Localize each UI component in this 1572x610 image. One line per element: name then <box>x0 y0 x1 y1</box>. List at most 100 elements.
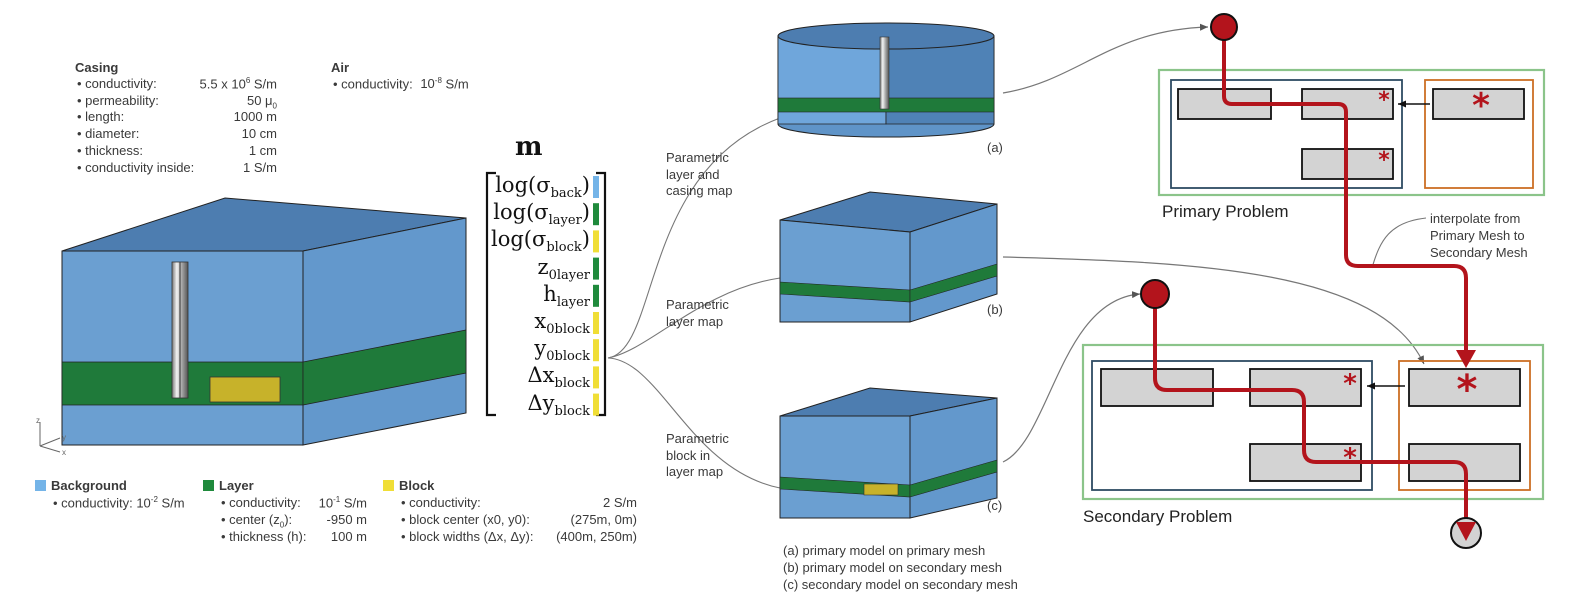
property-value: 10 cm <box>241 126 277 142</box>
model-vector-entry: y0block <box>534 336 590 365</box>
property-value: (400m, 250m) <box>556 529 637 544</box>
legend-background-title: Background <box>35 478 127 494</box>
model-vector-swatch <box>593 339 599 362</box>
model-vector-swatch <box>593 393 599 416</box>
property-label: • diameter: <box>77 126 140 142</box>
model-a-label: (a) <box>987 140 1003 155</box>
secondary-source-node <box>1140 279 1170 309</box>
casing-property-row: • conductivity inside: 1 S/m <box>77 160 277 176</box>
model-vector-entry: x0block <box>534 309 590 338</box>
model-vector-entry: hlayer <box>543 281 590 310</box>
model-vector-entry: log(σblock) <box>490 227 590 256</box>
model-a-cylinder <box>777 22 995 138</box>
layer-property-row: • thickness (h): 100 m <box>221 529 367 545</box>
model-vector-swatch <box>593 284 599 307</box>
property-value: 50 μ0 <box>246 92 277 111</box>
property-label: • thickness (h): <box>221 529 307 544</box>
property-value: 100 m <box>330 529 367 544</box>
air-conductivity: • conductivity: 10-8 S/m <box>333 76 469 92</box>
property-value: (275m, 0m) <box>570 512 637 527</box>
interpolate-leader <box>1371 217 1427 269</box>
model-vector-entry: Δyblock <box>527 390 591 419</box>
model-vector-entry: z0layer <box>537 254 590 283</box>
model-vector-entry: log(σback) <box>495 173 590 202</box>
air-title: Air <box>331 60 350 75</box>
block-property-row: • conductivity: 2 S/m <box>401 495 637 511</box>
block-swatch <box>383 480 394 491</box>
background-conductivity: • conductivity: 10-2 S/m <box>53 495 185 511</box>
asterisk-marker: * <box>1472 86 1490 126</box>
axis-label-z: z <box>36 416 40 425</box>
caption-a: (a) primary model on primary mesh <box>783 543 986 558</box>
property-label: • length: <box>77 109 125 125</box>
model-to-problem-arrows <box>1002 23 1425 463</box>
casing-property-row: • length: 1000 m <box>77 109 277 125</box>
model-vector-swatch <box>593 366 599 389</box>
model-vector-entry: log(σlayer) <box>493 200 590 229</box>
axis-label-y: y <box>62 433 66 442</box>
legend-block-title: Block <box>383 478 434 494</box>
model-vector-entry: Δxblock <box>527 363 590 392</box>
model-c-label: (c) <box>987 498 1003 513</box>
primary-source-node <box>1210 13 1238 41</box>
target-block <box>209 376 281 403</box>
property-value: 1000 m <box>233 109 277 125</box>
model-vector-swatch <box>593 203 599 226</box>
property-label: • conductivity: <box>77 76 157 91</box>
axis-label-x: x <box>62 448 66 457</box>
primary-solution-path <box>1210 13 1476 368</box>
caption-b: (b) primary model on secondary mesh <box>783 560 1002 575</box>
asterisk-marker: * <box>1378 88 1390 113</box>
secondary-problem-title: Secondary Problem <box>1083 507 1233 526</box>
property-value: 1 S/m <box>243 159 277 175</box>
property-value: -950 m <box>326 512 367 527</box>
model-vector-swatch <box>593 176 599 198</box>
background-swatch <box>35 480 46 491</box>
casing-title: Casing <box>75 60 119 75</box>
model-vector-swatch <box>593 230 599 253</box>
asterisk-marker: * <box>1457 367 1478 413</box>
property-label: • conductivity: <box>221 495 301 510</box>
asterisk-marker: * <box>1378 148 1390 173</box>
model-vector-symbol: m <box>515 132 543 162</box>
model-vector-color-swatches <box>593 176 599 416</box>
property-label: • permeability: <box>77 92 159 108</box>
property-label: • conductivity: <box>401 495 481 510</box>
property-label: • center (z0): <box>221 512 293 530</box>
model-vector-swatch <box>593 257 599 280</box>
model-b-block <box>779 191 998 323</box>
map-curves <box>607 117 781 489</box>
model-vector-bracket <box>485 171 607 417</box>
secondary-solution-path <box>1140 279 1482 549</box>
earth-model-block <box>61 197 467 446</box>
property-value: 2 S/m <box>603 495 637 510</box>
property-value: 5.5 x 106 S/m <box>199 76 277 92</box>
layer-property-row: • conductivity: 10-1 S/m <box>221 495 367 511</box>
interpolate-note: interpolate from Primary Mesh to Seconda… <box>1430 211 1528 260</box>
asterisk-marker: * <box>1343 369 1357 399</box>
casing-property-row: • permeability: 50 μ0 <box>77 92 277 111</box>
layer-side <box>302 329 467 406</box>
block-property-row: • block center (x0, y0): (275m, 0m) <box>401 512 637 528</box>
property-value: 10-1 S/m <box>318 495 367 511</box>
legend-layer-title: Layer <box>203 478 254 494</box>
property-label: • block widths (Δx, Δy): <box>401 529 534 544</box>
caption-c: (c) secondary model on secondary mesh <box>783 577 1018 592</box>
property-label: • block center (x0, y0): <box>401 512 530 527</box>
source-markers: * * * * * * <box>1343 86 1490 473</box>
casing-property-row: • conductivity: 5.5 x 106 S/m <box>77 76 277 92</box>
block-property-row: • block widths (Δx, Δy): (400m, 250m) <box>401 529 637 545</box>
layer-swatch <box>203 480 214 491</box>
property-label: • conductivity inside: <box>77 159 195 175</box>
model-c-block <box>779 387 998 519</box>
property-value: 1 cm <box>248 142 277 158</box>
layer-property-row: • center (z0): -950 m <box>221 512 367 530</box>
property-label: • thickness: <box>77 142 143 158</box>
asterisk-marker: * <box>1343 443 1357 473</box>
casing-property-row: • diameter: 10 cm <box>77 126 277 142</box>
